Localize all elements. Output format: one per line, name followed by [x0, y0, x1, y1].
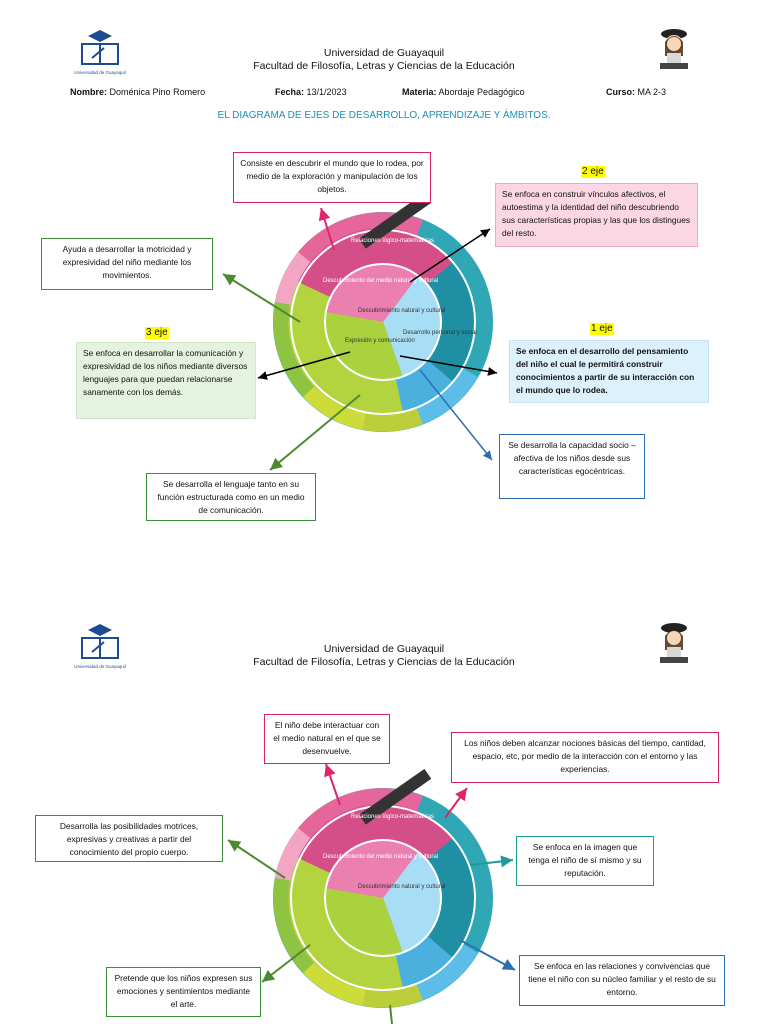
ring-outer-label-1: Relaciones lógico-matemáticas	[351, 238, 434, 244]
ring-inner-label-1: Descubrimiento natural y cultural	[358, 308, 445, 314]
date-field: Fecha: 13/1/2023	[275, 87, 347, 97]
ring-outer-label-2: Relaciones lógico-matemáticas	[351, 814, 434, 820]
faculty-name-2: Facultad de Filosofía, Letras y Ciencias…	[253, 656, 515, 668]
box-left-description-2: Desarrolla las posibilidades motrices, e…	[35, 815, 223, 862]
faculty-name: Facultad de Filosofía, Letras y Ciencias…	[253, 60, 515, 72]
box-bottom-description: Se desarrolla el lenguaje tanto en su fu…	[146, 473, 316, 521]
subject-field: Materia: Abordaje Pedagógico	[402, 87, 525, 97]
ring-inner-label-2: Expresión y comunicación	[345, 338, 415, 344]
course-field: Curso: MA 2-3	[606, 87, 667, 97]
box-bottom-right-2: Se enfoca en las relaciones y convivenci…	[519, 955, 725, 1006]
box-eje-2: Se enfoca en construir vínculos afectivo…	[495, 183, 698, 247]
box-bottom-left-2: Pretende que los niños expresen sus emoc…	[106, 967, 261, 1017]
student-name: Nombre: Doménica Pino Romero	[70, 87, 206, 97]
axes-wheel-2: Relaciones lógico-matemáticas Descubrimi…	[227, 763, 516, 1024]
ring-middle-label-2: Descubrimiento del medio natural y cultu…	[323, 854, 438, 860]
box-eje-1: Se enfoca en el desarrollo del pensamien…	[509, 340, 709, 403]
box-left-description: Ayuda a desarrollar la motricidad y expr…	[41, 238, 213, 290]
university-name-2: Universidad de Guayaquil	[323, 643, 445, 655]
university-logo: Universidad de Guayaquil	[74, 30, 126, 75]
logo-caption-2: Universidad de Guayaquil	[74, 664, 126, 669]
eje-2-label: 2 eje	[581, 166, 605, 178]
university-name: Universidad de Guayaquil	[323, 47, 445, 59]
axes-wheel-1: Relaciones lógico-matemáticas Descubrimi…	[222, 192, 498, 471]
eje-1-label: 1 eje	[590, 323, 614, 335]
box-eje-3: Se enfoca en desarrollar la comunicación…	[76, 342, 256, 419]
ring-inner-label-4: Descubrimiento natural y cultural	[358, 884, 445, 890]
student-avatar-2	[660, 623, 688, 663]
ring-inner-label-3: Desarrollo personal y social	[403, 330, 477, 336]
eje-3-label: 3 eje	[145, 327, 169, 339]
logo-caption: Universidad de Guayaquil	[74, 70, 126, 75]
box-top-description: Consiste en descubrir el mundo que lo ro…	[233, 152, 431, 203]
student-avatar	[660, 29, 688, 69]
ring-middle-label-1: Descubrimiento del medio natural y cultu…	[323, 278, 438, 284]
document-title: EL DIAGRAMA DE EJES DE DESARROLLO, APREN…	[217, 110, 551, 121]
box-bottom-right: Se desarrolla la capacidad socio – afect…	[499, 434, 645, 499]
box-top-description-2: El niño debe interactuar con el medio na…	[264, 714, 390, 764]
box-top-right-2: Los niños deben alcanzar nociones básica…	[451, 732, 719, 783]
box-right-description-2: Se enfoca en la imagen que tenga el niño…	[516, 836, 654, 886]
university-logo-2: Universidad de Guayaquil	[74, 624, 126, 669]
